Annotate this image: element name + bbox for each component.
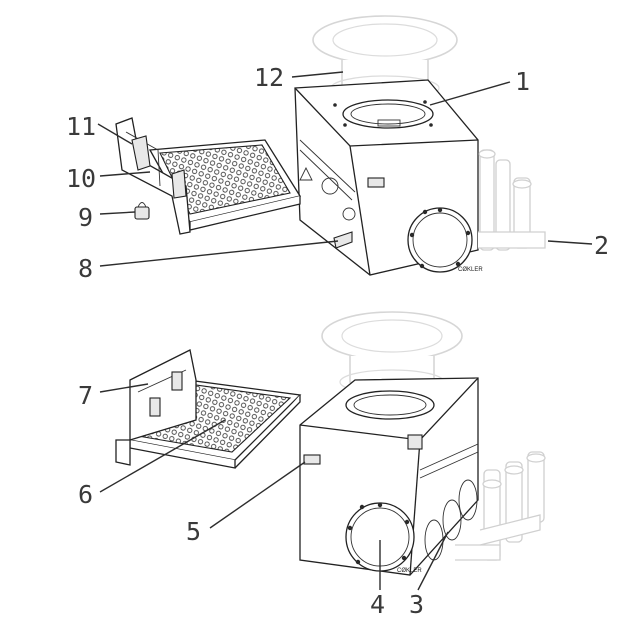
leader-8 — [99, 240, 339, 267]
leader-6 — [99, 419, 226, 493]
callout-6: 6 — [78, 480, 93, 509]
callout-7: 7 — [78, 381, 93, 410]
leader-3 — [417, 531, 449, 591]
callout-3: 3 — [409, 590, 424, 619]
callout-1: 1 — [515, 67, 530, 96]
callout-11: 11 — [66, 112, 96, 141]
callout-2: 2 — [594, 231, 609, 260]
leader-10 — [99, 171, 151, 177]
top-housing: CØKLER — [294, 79, 483, 276]
leader-lines — [97, 71, 593, 591]
leader-1 — [429, 81, 511, 106]
leader-2 — [547, 240, 593, 245]
leader-12 — [291, 71, 344, 78]
bottom-housing: CØKLER — [299, 377, 479, 576]
bottom-pipes-ghost — [455, 451, 546, 561]
callout-10: 10 — [66, 164, 96, 193]
callout-5: 5 — [186, 517, 201, 546]
leader-7 — [99, 383, 149, 393]
leader-9 — [99, 211, 136, 215]
top-nameplate: CØKLER — [458, 267, 483, 273]
leader-5 — [209, 461, 306, 529]
top-tray — [115, 117, 302, 235]
callout-12: 12 — [254, 63, 284, 92]
bottom-assembly: CØKLER — [115, 311, 546, 576]
callout-8: 8 — [78, 254, 93, 283]
top-pipes-ghost — [478, 149, 546, 251]
leader-11 — [97, 123, 133, 145]
callout-9: 9 — [78, 203, 93, 232]
bottom-tray — [115, 349, 302, 469]
bottom-nameplate: CØKLER — [397, 568, 422, 574]
top-assembly: CØKLER — [115, 15, 546, 276]
callout-4: 4 — [370, 590, 385, 619]
callout-numbers: 1 2 3 4 5 6 7 8 9 10 11 12 — [66, 63, 609, 619]
